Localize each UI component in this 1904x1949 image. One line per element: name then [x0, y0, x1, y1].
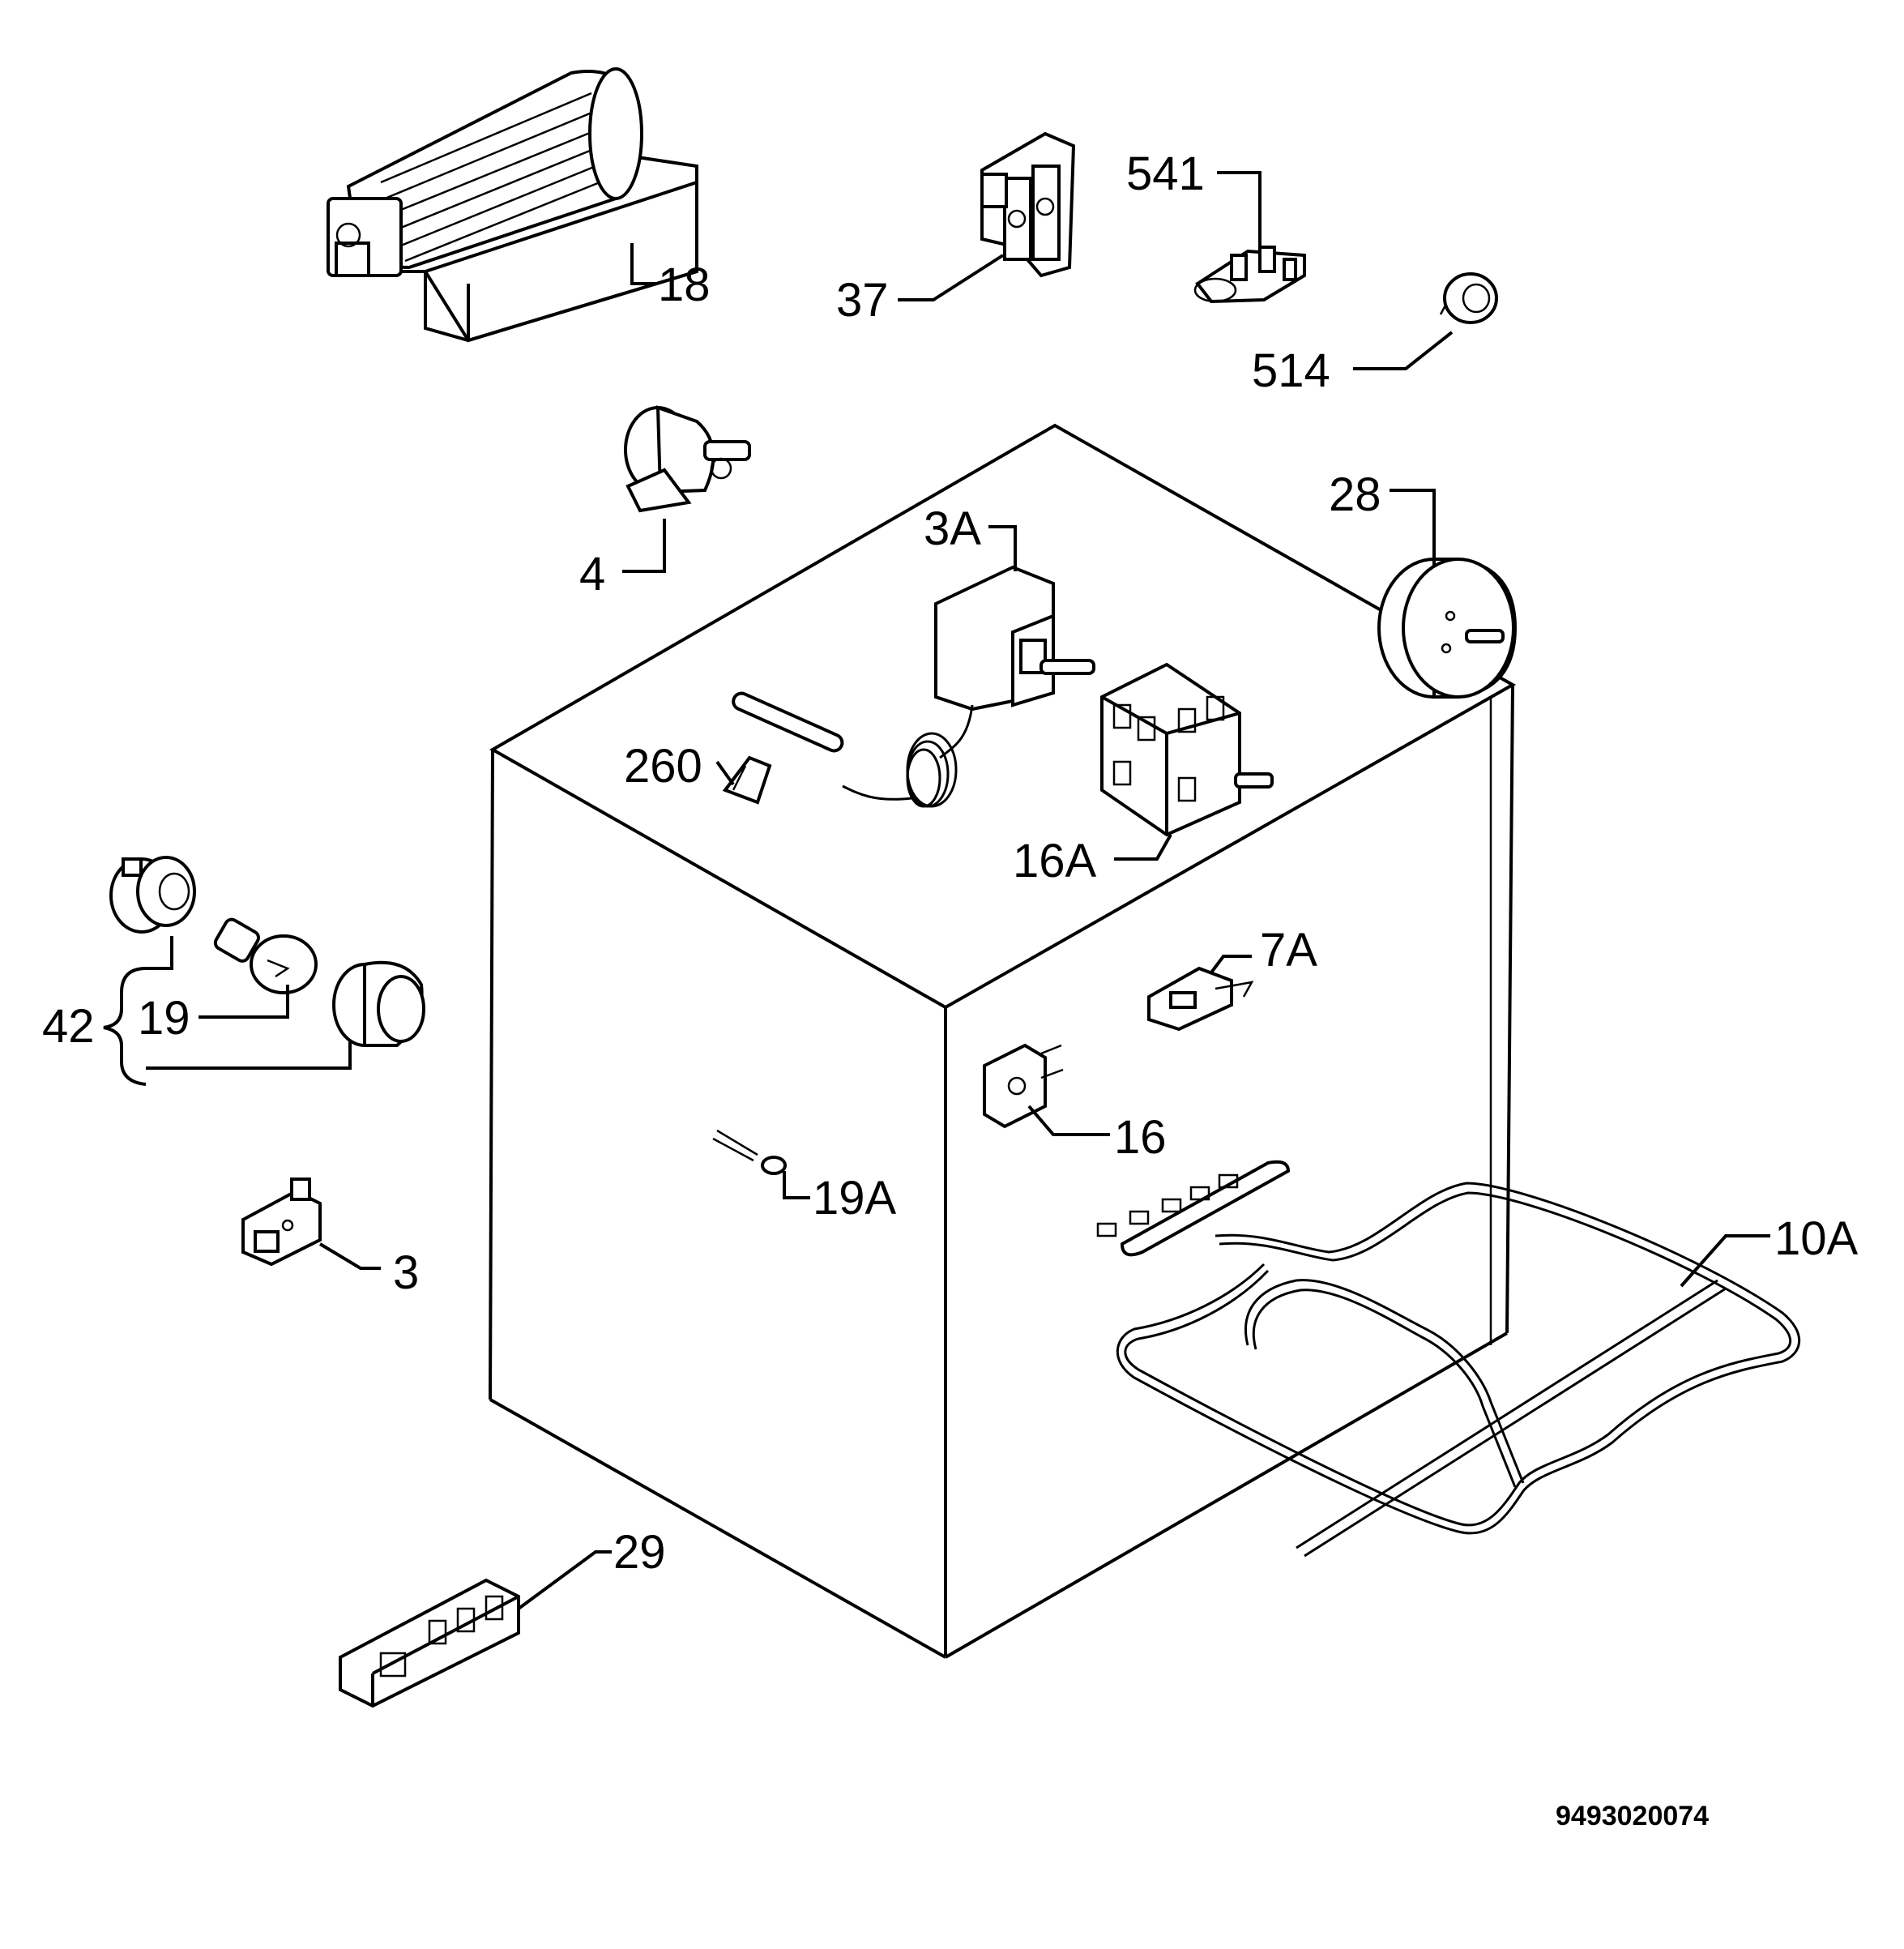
part-16-switch[interactable] [983, 1043, 1064, 1129]
leader-42-holder [146, 936, 173, 970]
leader-3A [988, 525, 1017, 571]
part-19-lamp-bulb[interactable] [213, 917, 318, 994]
part-18-tangential-fan[interactable] [327, 67, 698, 343]
leader-37 [898, 254, 1005, 301]
label-16A: 16A [1013, 835, 1097, 887]
drawing-code: 9493020074 [1556, 1801, 1709, 1831]
part-7A-switch[interactable] [1147, 966, 1254, 1032]
part-19A-sensor[interactable] [712, 1129, 787, 1175]
part-10A-grill-element[interactable] [1096, 1160, 1801, 1558]
leader-4 [622, 519, 666, 573]
label-3A: 3A [924, 502, 981, 555]
label-541: 541 [1126, 147, 1205, 200]
label-10A: 10A [1774, 1212, 1859, 1265]
part-3-thermal-cutout[interactable] [241, 1178, 322, 1267]
leader-18 [630, 243, 656, 285]
label-16: 16 [1114, 1111, 1167, 1164]
part-4-motor[interactable] [624, 405, 751, 513]
label-37: 37 [836, 274, 889, 327]
part-42-lamp-cover[interactable] [332, 960, 425, 1047]
leader-541 [1217, 171, 1262, 255]
label-19: 19 [138, 992, 190, 1045]
label-514: 514 [1252, 344, 1330, 397]
leader-42-cover [146, 1041, 352, 1070]
leader-260 [715, 760, 735, 786]
part-16A-selector-switch[interactable] [1100, 662, 1274, 837]
label-4: 4 [579, 548, 605, 601]
leader-29 [517, 1550, 612, 1610]
label-42: 42 [42, 1000, 95, 1053]
brace-42 [103, 967, 147, 1086]
part-260-clip[interactable] [722, 755, 772, 805]
label-19A: 19A [813, 1172, 897, 1225]
part-29-ignition-unit[interactable] [339, 1578, 520, 1708]
leader-7A [1210, 955, 1252, 974]
label-29: 29 [613, 1526, 666, 1579]
part-37-terminal-block[interactable] [980, 131, 1076, 278]
leader-3 [318, 1242, 381, 1270]
part-28-timer[interactable] [1377, 558, 1518, 699]
part-3A-thermostat[interactable] [731, 565, 1095, 808]
part-541-contact-switch[interactable] [1193, 246, 1306, 304]
label-3: 3 [393, 1246, 419, 1299]
part-514-grommet[interactable] [1439, 272, 1498, 324]
leader-10A [1680, 1234, 1770, 1288]
leader-16 [1027, 1105, 1110, 1136]
label-260: 260 [624, 740, 702, 793]
part-42-lamp-holder[interactable] [109, 856, 196, 934]
oven-cavity-box [489, 423, 1517, 1659]
label-18: 18 [658, 259, 711, 311]
label-28: 28 [1329, 468, 1381, 521]
leader-19 [199, 985, 289, 1019]
leader-28 [1390, 489, 1436, 567]
leader-19A [783, 1171, 810, 1199]
leader-514 [1353, 331, 1454, 370]
label-7A: 7A [1260, 924, 1317, 977]
leader-16A [1114, 834, 1172, 861]
